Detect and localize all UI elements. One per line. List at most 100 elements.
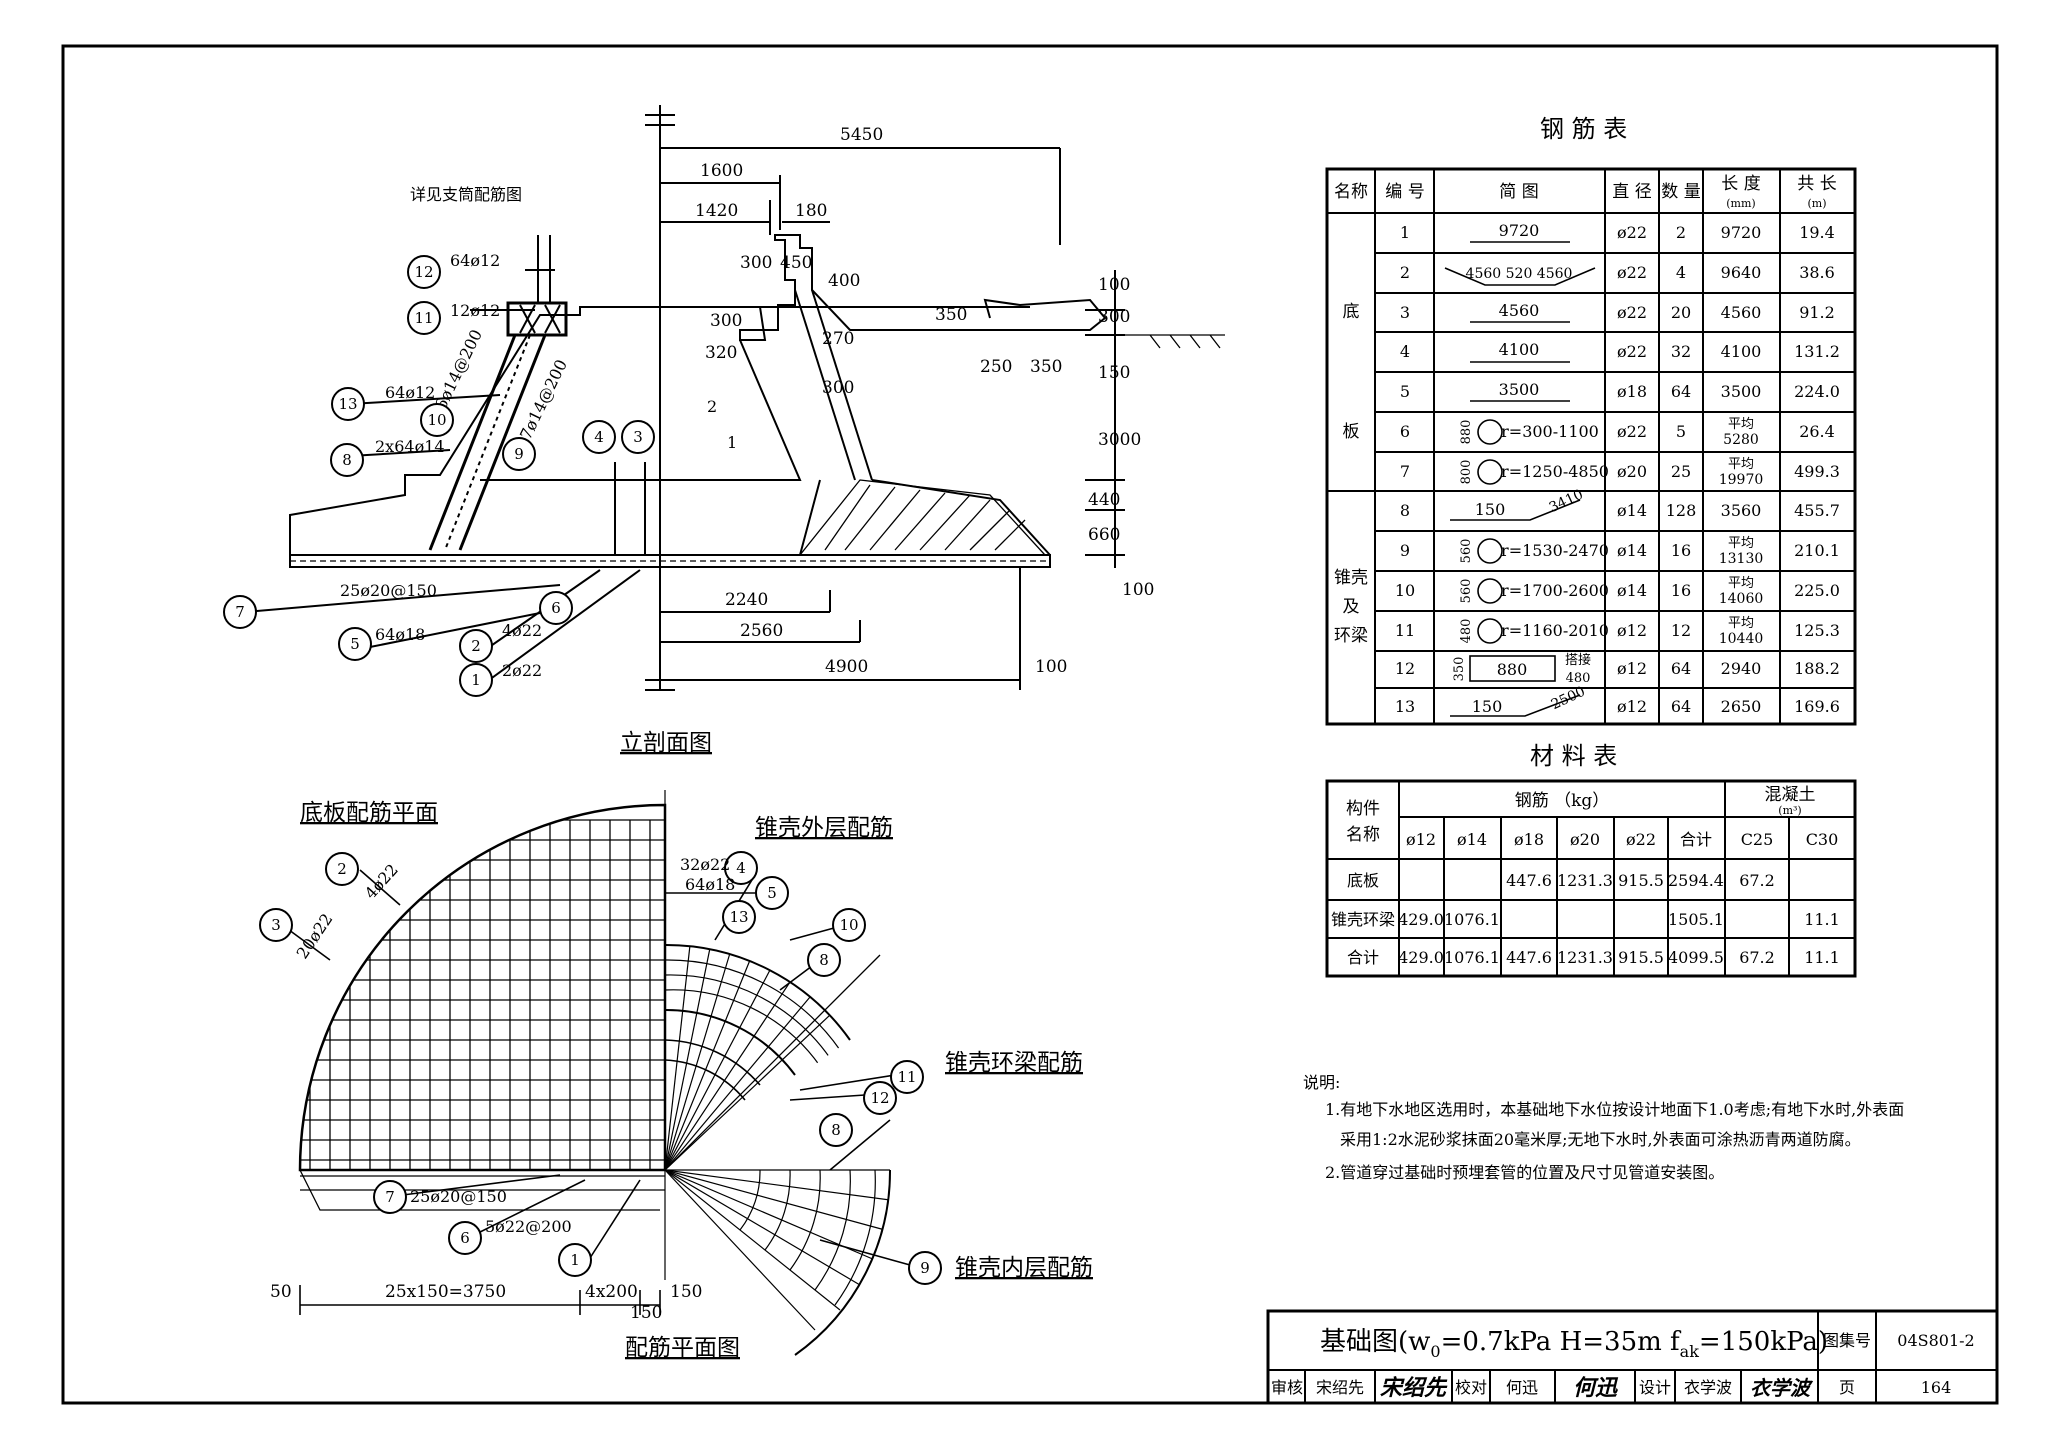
r10-dia: ø14 — [1617, 581, 1647, 600]
r2-no: 2 — [1400, 263, 1410, 282]
section-caption: 立剖面图 — [620, 730, 712, 756]
bubble-5: 5 — [350, 635, 360, 653]
dim-350a: 350 — [935, 305, 967, 325]
m1-v2: 447.6 — [1506, 871, 1552, 890]
r9-dia: ø14 — [1617, 541, 1647, 560]
r3-no: 3 — [1400, 303, 1410, 322]
plan-dim-150a: 150 — [630, 1303, 662, 1323]
r7-total: 499.3 — [1794, 462, 1840, 481]
r3-dia: ø22 — [1617, 303, 1647, 322]
plan-bubble-13: 13 — [729, 908, 748, 926]
plan-bubble-5: 5 — [767, 884, 777, 902]
m2-v5: 1505.1 — [1668, 910, 1724, 929]
r8-dia: ø14 — [1617, 501, 1647, 520]
reviewer: 宋绍先 — [1316, 1378, 1364, 1397]
r10-no: 10 — [1395, 581, 1415, 600]
material-table-text: 构件 名称 钢筋 （kg） 混凝土 (m³) ø12 ø14 ø18 ø20 ø… — [1331, 785, 1840, 967]
r5-len: 3500 — [1721, 382, 1762, 401]
bar2-label: 4ø22 — [502, 621, 542, 640]
section-bubble-numbers: 12 11 13 10 9 8 4 3 7 6 5 2 1 — [235, 263, 643, 689]
rh-no: 编 号 — [1385, 182, 1424, 202]
r9-no: 9 — [1400, 541, 1410, 560]
r1-sketch: 9720 — [1499, 221, 1540, 240]
dim-320: 320 — [705, 343, 737, 363]
r6-no: 6 — [1400, 422, 1410, 441]
review-label: 审核 — [1271, 1378, 1303, 1397]
r10-total: 225.0 — [1794, 581, 1840, 600]
dim-150a: 150 — [1098, 363, 1130, 383]
mc-0: ø12 — [1406, 830, 1436, 849]
bubble-6: 6 — [551, 599, 561, 617]
dim-250: 250 — [980, 357, 1012, 377]
r6-len2: 5280 — [1723, 432, 1759, 448]
r6-h: 880 — [1459, 420, 1474, 445]
plan-bubble-9: 9 — [920, 1259, 930, 1277]
notes-title: 说明: — [1303, 1073, 1340, 1092]
bubble-7: 7 — [235, 603, 245, 621]
bar7-label: 25ø20@150 — [340, 581, 437, 600]
r1-qty: 2 — [1676, 223, 1686, 242]
rh-total: 共 长 — [1797, 174, 1836, 194]
r8-h: 150 — [1475, 500, 1506, 519]
material-table-title: 材 料 表 — [1530, 742, 1617, 770]
group-cone: 锥壳 — [1334, 568, 1368, 588]
r6-total: 26.4 — [1799, 422, 1835, 441]
atlas-label: 图集号 — [1823, 1331, 1871, 1350]
r7-dia: ø20 — [1617, 462, 1647, 481]
dim-100a: 100 — [1098, 275, 1130, 295]
r2-len: 9640 — [1721, 263, 1762, 282]
r11-no: 11 — [1395, 621, 1415, 640]
m1-v6: 67.2 — [1739, 871, 1775, 890]
r11-qty: 12 — [1671, 621, 1691, 640]
bar13-label: 64ø12 — [385, 383, 435, 402]
plan-dim-50: 50 — [270, 1282, 292, 1302]
reviewer-signature: 宋绍先 — [1380, 1375, 1448, 1401]
r12-sketch: 880 — [1497, 660, 1528, 679]
atlas-no: 04S801-2 — [1897, 1331, 1974, 1350]
r10-qty: 16 — [1671, 581, 1691, 600]
r7-no: 7 — [1400, 462, 1410, 481]
r1-dia: ø22 — [1617, 223, 1647, 242]
dim-2240: 2240 — [725, 590, 768, 610]
dim-300d: 300 — [1098, 307, 1130, 327]
r9-qty: 16 — [1671, 541, 1691, 560]
checker: 何迅 — [1506, 1378, 1538, 1397]
plan-bubble-10: 10 — [839, 916, 858, 934]
dim-2560: 2560 — [740, 621, 783, 641]
title-end: =150kPa) — [1699, 1327, 1828, 1357]
group-ring: 环梁 — [1334, 626, 1368, 646]
r12-qty: 64 — [1671, 659, 1691, 678]
r11-h: 480 — [1459, 619, 1474, 644]
designer-signature: 衣学波 — [1750, 1376, 1814, 1400]
rh-total-unit: (m) — [1807, 197, 1826, 210]
m2-v0: 429.0 — [1398, 910, 1444, 929]
r4-no: 4 — [1400, 342, 1410, 361]
page-no: 164 — [1921, 1378, 1952, 1397]
plan-bubble-11: 11 — [897, 1068, 916, 1086]
bar11-label: 12ø12 — [450, 301, 500, 320]
plan-bubble-2: 2 — [337, 860, 347, 878]
mc-4: ø22 — [1626, 830, 1656, 849]
plan-dim-4x200: 4x200 — [585, 1282, 638, 1302]
m2-v1: 1076.1 — [1444, 910, 1500, 929]
r3-sketch: 4560 — [1499, 301, 1540, 320]
title-block-grid — [1266, 1309, 1999, 1405]
r9-sketch: r=1530-2470 — [1501, 541, 1609, 560]
rh-name: 名称 — [1334, 182, 1368, 202]
r13-h: 150 — [1472, 697, 1503, 716]
r13-no: 13 — [1395, 697, 1415, 716]
dim-1420: 1420 — [695, 201, 738, 221]
r6-sketch: r=300-1100 — [1501, 422, 1599, 441]
bubble-12: 12 — [414, 263, 433, 281]
plan-label-64ø18: 64ø18 — [685, 875, 735, 894]
m2-v7: 11.1 — [1804, 910, 1840, 929]
plan-bubble-12: 12 — [870, 1089, 889, 1107]
material-table-grid — [1325, 779, 1857, 978]
r5-no: 5 — [1400, 382, 1410, 401]
plan-bubble-7: 7 — [385, 1188, 395, 1206]
rh-len: 长 度 — [1721, 174, 1760, 194]
section-bubbles — [223, 255, 655, 697]
mc-3: ø20 — [1570, 830, 1600, 849]
rebar-table-text: 名称 编 号 简 图 直 径 数 量 长 度 (mm) 共 长 (m) 底 板 … — [1334, 174, 1840, 716]
mc-1: ø14 — [1457, 830, 1487, 849]
